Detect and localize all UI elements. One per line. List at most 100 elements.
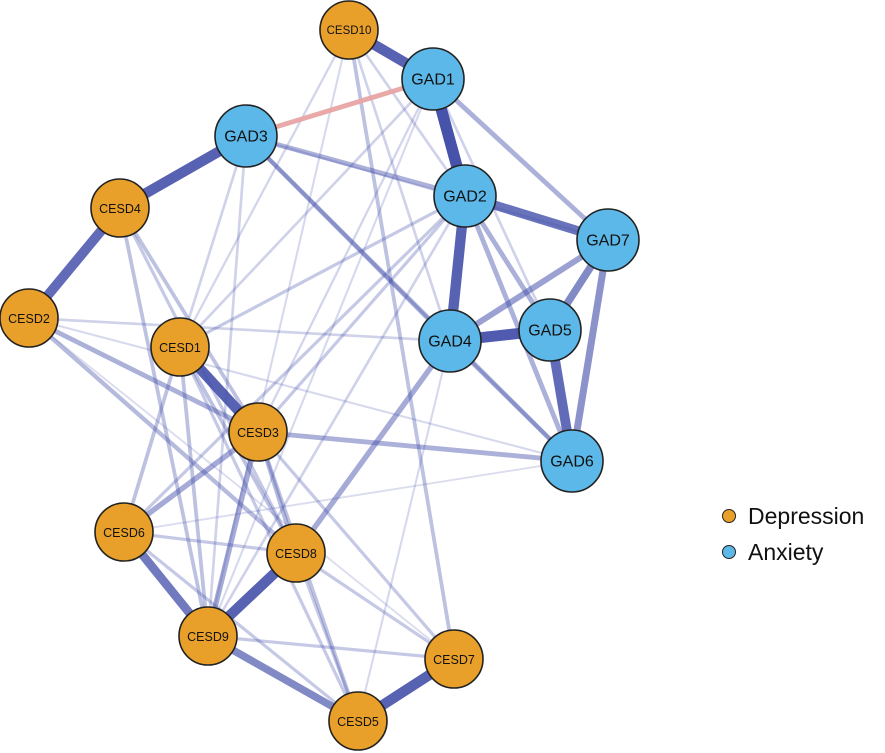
- node-circle-gad2: [433, 164, 497, 228]
- legend-swatch-depression: [722, 509, 736, 523]
- edge-gad3-gad1: [245, 76, 434, 139]
- edge-cesd3-cesd7: [256, 430, 456, 661]
- edge-cesd10-cesd1: [178, 29, 351, 348]
- node-label-gad1: GAD1: [411, 72, 455, 89]
- edge-gad1-cesd3: [256, 78, 435, 433]
- node-circle-cesd4: [90, 178, 150, 238]
- node-gad3: GAD3: [214, 104, 278, 168]
- node-circle-gad6: [540, 429, 604, 493]
- node-circle-cesd1: [150, 317, 210, 377]
- edge-cesd6-cesd5: [122, 530, 360, 723]
- edge-cesd2-gad6: [28, 316, 573, 463]
- edge-cesd2-cesd7: [28, 317, 455, 660]
- node-label-cesd7: CESD7: [433, 653, 475, 667]
- node-circle-cesd7: [424, 629, 484, 689]
- node-label-cesd1: CESD1: [159, 341, 201, 355]
- node-circle-cesd2: [0, 288, 59, 348]
- edge-cesd1-cesd9: [178, 346, 210, 637]
- node-label-gad7: GAD7: [586, 233, 630, 250]
- edge-gad3-gad6: [244, 134, 574, 463]
- edge-cesd8-cesd7: [295, 551, 455, 661]
- legend-swatch-anxiety: [722, 545, 736, 559]
- edge-gad1-gad7: [431, 77, 610, 242]
- edge-cesd8-cesd5: [294, 552, 360, 722]
- edge-cesd8-gad4: [293, 339, 453, 555]
- legend-label-depression: Depression: [748, 502, 865, 529]
- node-label-cesd3: CESD3: [237, 426, 279, 440]
- edge-gad7-gad6: [568, 239, 612, 462]
- node-circle-gad1: [401, 47, 465, 111]
- node-circle-cesd9: [178, 606, 238, 666]
- edge-cesd9-cesd7: [207, 634, 455, 661]
- node-gad4: GAD4: [418, 309, 482, 373]
- node-cesd6: CESD6: [94, 502, 154, 562]
- edge-cesd1-gad2: [179, 194, 466, 349]
- node-label-gad6: GAD6: [550, 454, 594, 471]
- node-label-gad5: GAD5: [528, 323, 572, 340]
- node-cesd4: CESD4: [90, 178, 150, 238]
- node-cesd7: CESD7: [424, 629, 484, 689]
- edge-cesd3-cesd9: [205, 431, 261, 637]
- edges-layer: [25, 25, 612, 726]
- node-label-gad3: GAD3: [224, 129, 268, 146]
- node-gad7: GAD7: [576, 208, 640, 272]
- edge-cesd1-cesd5: [178, 346, 360, 722]
- edge-cesd4-cesd9: [118, 207, 210, 637]
- node-cesd5: CESD5: [328, 691, 388, 751]
- node-label-cesd9: CESD9: [187, 630, 229, 644]
- legend: Depression Anxiety: [722, 498, 864, 570]
- edge-cesd3-gad6: [257, 429, 573, 464]
- node-cesd9: CESD9: [178, 606, 238, 666]
- node-circle-cesd3: [228, 402, 288, 462]
- node-label-cesd6: CESD6: [103, 526, 145, 540]
- edge-cesd2-cesd3: [27, 315, 260, 435]
- node-circle-cesd6: [94, 502, 154, 562]
- edge-gad2-cesd9: [206, 195, 467, 637]
- node-cesd10: CESD10: [319, 0, 379, 60]
- legend-item-depression: Depression: [722, 498, 864, 534]
- edge-gad1-cesd9: [207, 78, 434, 637]
- edge-cesd5-gad4: [356, 340, 452, 722]
- edge-cesd1-gad3: [178, 135, 248, 348]
- edge-cesd6-gad6: [123, 460, 573, 533]
- node-circle-gad7: [576, 208, 640, 272]
- node-circle-gad5: [518, 298, 582, 362]
- edge-cesd2-gad4: [28, 316, 451, 343]
- edge-cesd10-gad2: [347, 29, 467, 197]
- node-gad2: GAD2: [433, 164, 497, 228]
- node-label-gad4: GAD4: [428, 334, 472, 351]
- node-circle-gad3: [214, 104, 278, 168]
- node-cesd3: CESD3: [228, 402, 288, 462]
- edge-cesd1-gad1: [179, 78, 434, 348]
- node-cesd1: CESD1: [150, 317, 210, 377]
- node-circle-cesd10: [319, 0, 379, 60]
- node-label-cesd5: CESD5: [337, 715, 379, 729]
- node-label-cesd2: CESD2: [8, 312, 50, 326]
- node-cesd8: CESD8: [266, 523, 326, 583]
- edge-cesd10-cesd9: [206, 29, 351, 637]
- edge-gad3-gad4: [244, 134, 452, 343]
- edge-cesd1-cesd6: [122, 346, 182, 533]
- node-circle-cesd8: [266, 523, 326, 583]
- node-label-gad2: GAD2: [443, 189, 487, 206]
- legend-label-anxiety: Anxiety: [748, 538, 824, 565]
- node-gad6: GAD6: [540, 429, 604, 493]
- node-label-cesd4: CESD4: [99, 202, 141, 216]
- node-gad5: GAD5: [518, 298, 582, 362]
- legend-item-anxiety: Anxiety: [722, 534, 864, 570]
- node-gad1: GAD1: [401, 47, 465, 111]
- edge-cesd2-cesd8: [27, 316, 298, 555]
- node-label-cesd8: CESD8: [275, 547, 317, 561]
- edge-cesd9-gad3: [206, 135, 248, 637]
- edge-cesd10-gad4: [347, 29, 452, 342]
- node-circle-cesd5: [328, 691, 388, 751]
- node-cesd2: CESD2: [0, 288, 59, 348]
- node-label-cesd10: CESD10: [327, 25, 372, 37]
- edge-cesd3-gad2: [256, 194, 467, 434]
- edge-gad3-gad2: [245, 133, 466, 199]
- node-circle-gad4: [418, 309, 482, 373]
- edge-cesd10-cesd7: [347, 29, 456, 660]
- edge-cesd6-gad2: [122, 194, 467, 534]
